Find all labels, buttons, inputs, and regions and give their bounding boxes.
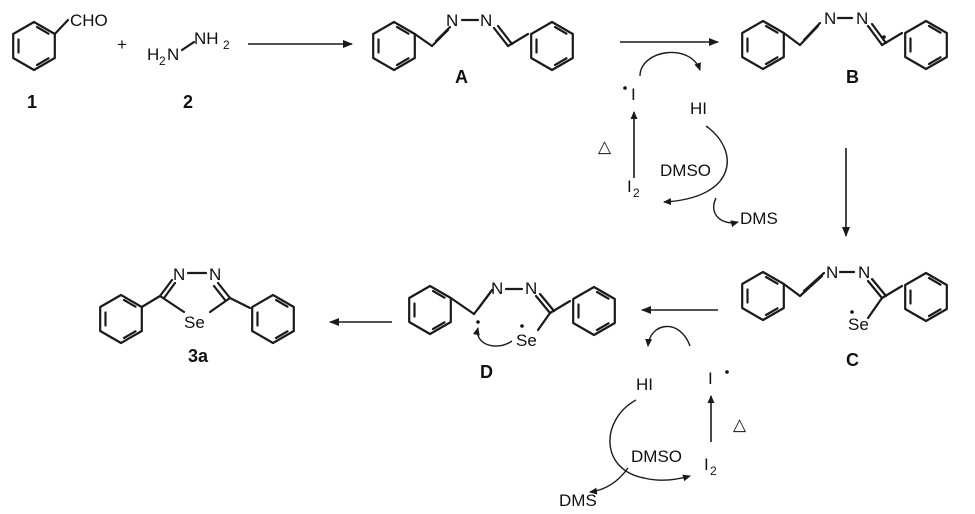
hydrazine-n-label: N: [167, 45, 179, 64]
dms-label-upper: DMS: [740, 209, 778, 228]
iodine-radical-label-upper: I: [631, 85, 636, 104]
radical-B-structure: N N: [741, 9, 948, 71]
hydrazine-h-subscript: 2: [159, 54, 166, 68]
selenadiazole-n-right: N: [209, 265, 221, 284]
cyclizing-radical-D-structure: N N Se: [408, 279, 616, 350]
radical-B-n-right: N: [856, 9, 868, 28]
hi-label-upper: HI: [690, 99, 707, 118]
compound-label-3a: 3a: [188, 346, 209, 366]
dmso-label-lower: DMSO: [631, 447, 682, 466]
radical-B-n-left: N: [824, 9, 836, 28]
iodine-subscript-lower: 2: [710, 464, 717, 478]
heat-delta-lower: △: [733, 415, 747, 434]
radical-D-se-label: Se: [516, 331, 537, 350]
compound-label-B: B: [846, 67, 859, 87]
iodine-radical-label-lower: I: [708, 369, 713, 388]
iodine-subscript-upper: 2: [633, 186, 640, 200]
hydrazine-nh-label: NH: [194, 29, 219, 48]
compound-label-1: 1: [27, 92, 37, 112]
selenadiazole-se-label: Se: [184, 313, 205, 332]
selenadiazole-n-left: N: [173, 265, 185, 284]
selenadiazole-3a-structure: N N Se: [99, 265, 295, 345]
hydrazine-h-label: H: [147, 45, 159, 64]
selenyl-C-n-left: N: [826, 263, 838, 282]
azine-A-n-left: N: [446, 11, 458, 30]
lower-iodine-cycle: I HI △ DMSO I 2 DMS: [559, 325, 747, 510]
radical-D-n-left: N: [491, 279, 503, 298]
selenyl-C-se-label: Se: [848, 315, 869, 334]
benzaldehyde-structure: CHO: [12, 11, 108, 72]
compound-label-D: D: [480, 362, 493, 382]
radical-D-n-right: N: [525, 279, 537, 298]
hydrazine-structure: H 2 N NH 2: [147, 29, 230, 68]
plus-sign: +: [117, 35, 127, 54]
dmso-label-upper: DMSO: [660, 161, 711, 180]
hydrazine-nh-subscript: 2: [223, 38, 230, 52]
heat-delta-upper: △: [598, 137, 612, 156]
iodine-label-upper: I: [627, 177, 632, 196]
azine-A-n-right: N: [480, 11, 492, 30]
hi-label-lower: HI: [636, 375, 653, 394]
upper-iodine-cycle: I HI △ DMSO I 2 DMS: [598, 51, 778, 228]
cho-group-label: CHO: [70, 11, 108, 30]
dms-label-lower: DMS: [559, 491, 597, 510]
compound-label-2: 2: [183, 92, 193, 112]
iodine-label-lower: I: [704, 455, 709, 474]
selenyl-C-n-right: N: [858, 263, 870, 282]
selenyl-radical-C-structure: N N Se: [741, 263, 948, 334]
compound-label-A: A: [455, 67, 468, 87]
azine-A-structure: N N: [372, 11, 574, 72]
compound-label-C: C: [846, 350, 859, 370]
